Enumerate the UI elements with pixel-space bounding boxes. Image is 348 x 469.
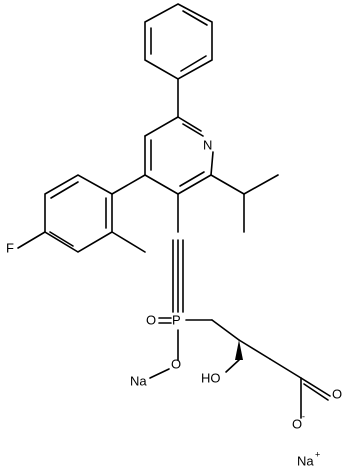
fluorine-label: F	[6, 240, 14, 255]
hydroxy-acid-chain	[225, 339, 331, 419]
fluoro-methylphenyl-ring	[17, 174, 146, 253]
pyridine-ring	[144, 78, 214, 195]
hydroxyl-label: HO	[201, 370, 221, 385]
sodium-label-2: Na	[297, 453, 314, 468]
oxygen-single-label: O	[171, 356, 181, 371]
isopropyl-group	[210, 174, 279, 233]
carboxylate-oxygen-label: O	[292, 416, 302, 431]
phenyl-ring	[144, 3, 213, 80]
negative-charge-label: -	[302, 411, 305, 421]
phosphinate-group	[149, 317, 240, 379]
sodium-label-1: Na	[130, 373, 147, 388]
carboxyl-oxygen-label: O	[332, 386, 342, 401]
positive-charge-label: +	[315, 449, 320, 459]
nitrogen-label: N	[203, 137, 212, 152]
phosphorus-label: P	[172, 312, 181, 327]
oxygen-double-label: O	[146, 312, 156, 327]
alkyne-linker	[172, 193, 184, 313]
